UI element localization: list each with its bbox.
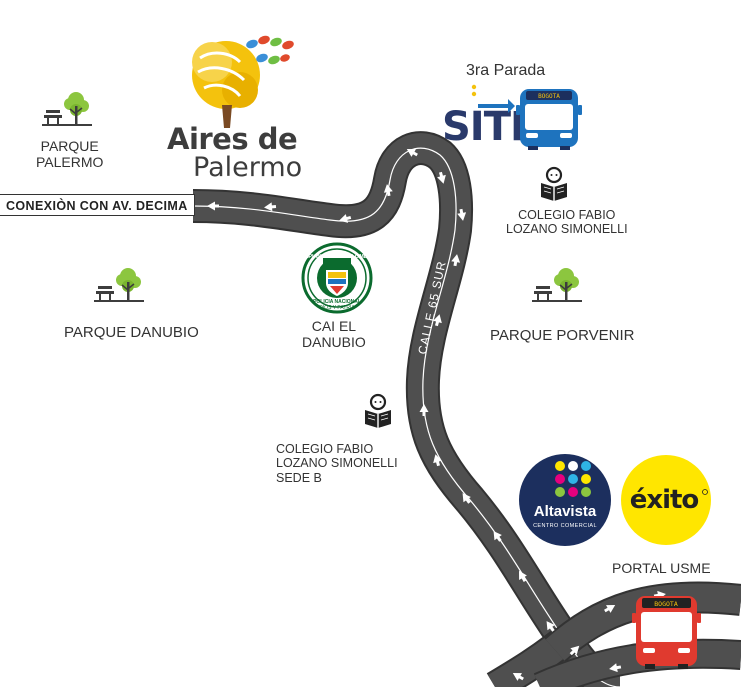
school-b-icon <box>363 393 393 430</box>
label-colegio-sede-b: COLEGIO FABIO LOZANO SIMONELLI SEDE B <box>276 442 398 485</box>
label-colegio-b-l1: COLEGIO FABIO <box>276 442 374 456</box>
school-icon <box>539 166 569 203</box>
label-parque-danubio: PARQUE DANUBIO <box>64 324 199 341</box>
label-cai: CAI EL DANUBIO <box>302 318 366 350</box>
brand-name-line2: Palermo <box>193 152 303 183</box>
portal-bus-icon <box>632 596 701 669</box>
police-seal-text-top: REPUBLICA DE COLOMBIA <box>301 254 374 260</box>
police-seal-text-bottom: DIOS Y PATRIA <box>319 305 355 311</box>
sitp-bus-sign: BOGOTA <box>538 93 560 100</box>
label-sitp-stop: 3ra Parada <box>466 62 546 79</box>
label-parque-porvenir: PARQUE PORVENIR <box>490 327 635 344</box>
label-parque-palermo-l2: PALERMO <box>36 154 104 171</box>
police-seal-icon <box>301 242 373 314</box>
altavista-logo <box>519 454 611 546</box>
brand-name: Aires de Palermo <box>167 122 302 183</box>
aires-de-palermo-logo <box>192 35 294 128</box>
altavista-sub: CENTRO COMERCIAL <box>533 523 597 529</box>
label-colegio-b-l3: SEDE B <box>276 470 322 485</box>
exito-logo <box>621 455 711 545</box>
brand-name-line1: Aires de <box>167 122 298 156</box>
sitp-bus-icon <box>516 89 582 150</box>
police-seal-text-mid: POLICIA NACIONAL <box>313 299 361 305</box>
label-cai-l1: CAI EL <box>311 318 357 334</box>
altavista-name: Altavista <box>534 503 597 520</box>
portal-bus-sign: BOGOTA <box>654 600 678 608</box>
main-road <box>192 131 741 687</box>
label-parque-palermo-l1: PARQUE <box>40 138 99 154</box>
park-danubio-icon <box>93 267 145 303</box>
label-portal-usme: PORTAL USME <box>612 560 711 576</box>
label-colegio-b-l2: LOZANO SIMONELLI <box>276 456 398 471</box>
park-porvenir-icon <box>531 267 583 303</box>
label-parque-palermo: PARQUE PALERMO <box>36 138 103 170</box>
label-colegio-l2: LOZANO SIMONELLI <box>506 222 628 237</box>
park-palermo-icon <box>41 91 93 127</box>
exito-name: éxito <box>630 485 699 515</box>
connection-label: CONEXIÒN CON AV. DECIMA <box>0 194 195 216</box>
label-colegio-l1: COLEGIO FABIO <box>518 208 616 222</box>
label-colegio: COLEGIO FABIO LOZANO SIMONELLI <box>506 208 628 237</box>
label-cai-l2: DANUBIO <box>302 334 366 351</box>
